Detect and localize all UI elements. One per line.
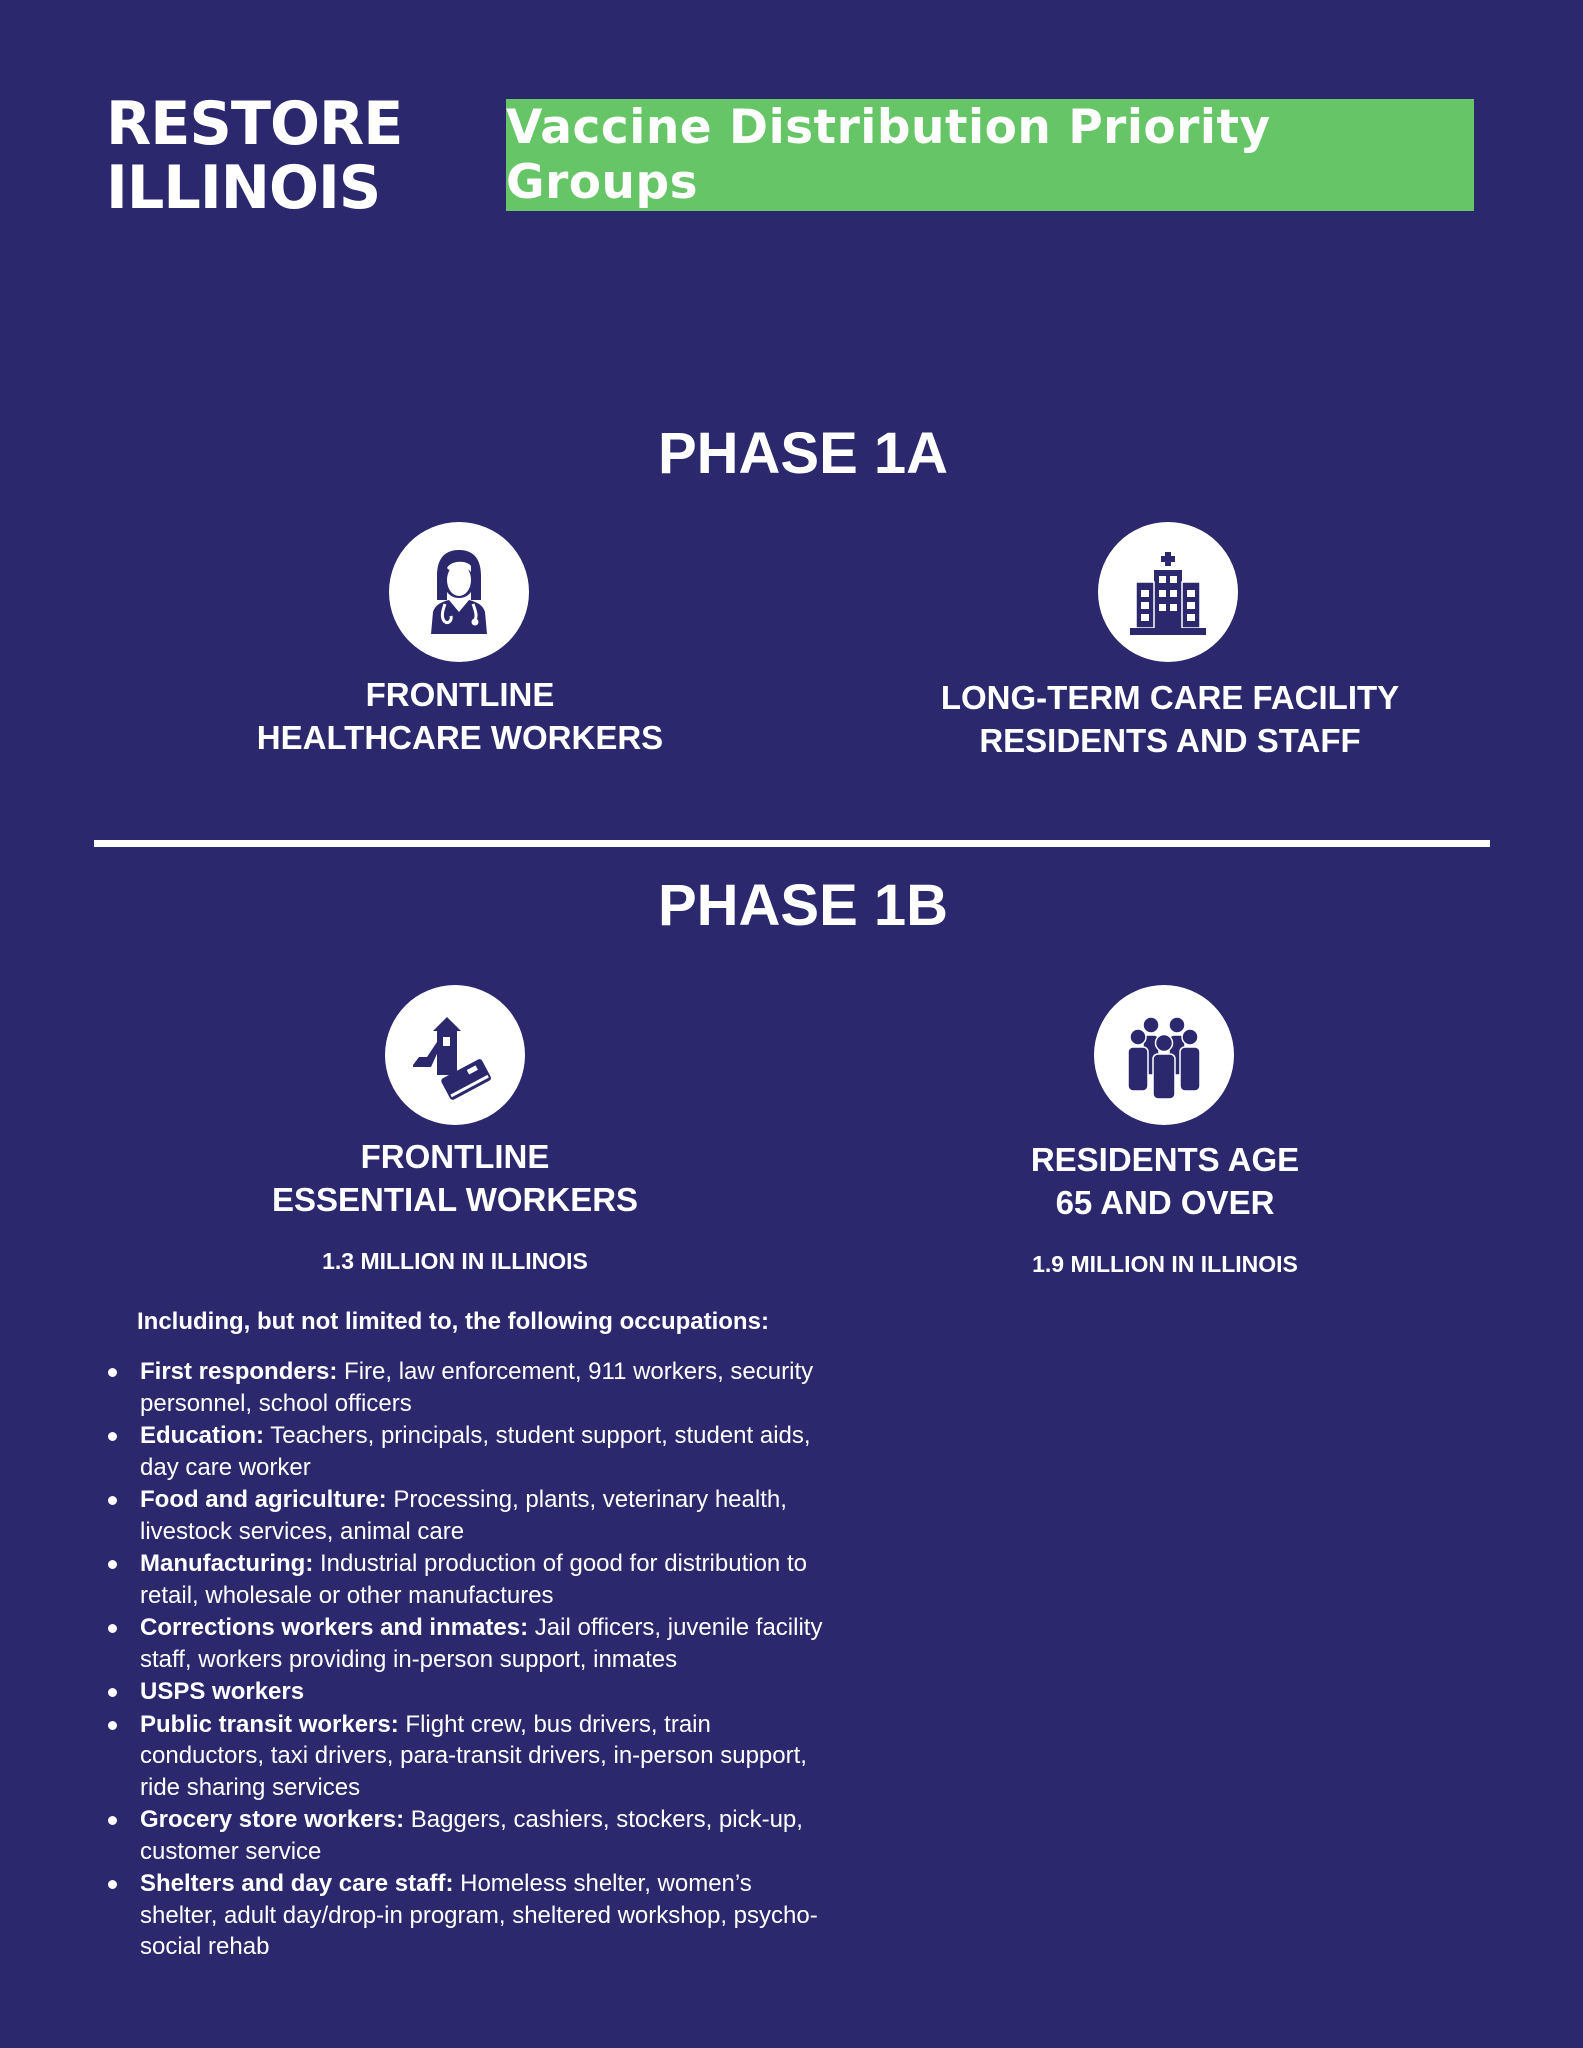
label-line: FRONTLINE xyxy=(365,676,555,713)
people-group-icon xyxy=(1094,985,1234,1125)
occupation-detail: Flight crew, bus drivers, train conducto… xyxy=(140,1710,807,1801)
list-item: Manufacturing: Industrial production of … xyxy=(106,1548,826,1611)
label-line: LONG-TERM CARE FACILITY xyxy=(940,679,1400,716)
group-label-residents-65-over: RESIDENTS AGE 65 AND OVER xyxy=(900,1138,1430,1224)
occupation-detail: Jail officers, juvenile facility staff, … xyxy=(140,1614,823,1673)
list-item: Corrections workers and inmates: Jail of… xyxy=(106,1612,826,1675)
occupation-name: Public transit workers: xyxy=(140,1710,399,1738)
label-line: ESSENTIAL WORKERS xyxy=(271,1181,639,1218)
logo-line-2: ILLINOIS xyxy=(106,153,381,223)
occupation-detail: Fire, law enforcement, 911 workers, secu… xyxy=(140,1358,814,1417)
page-title: Vaccine Distribution Priority Groups xyxy=(506,100,1271,210)
label-line: HEALTHCARE WORKERS xyxy=(256,719,664,756)
hospital-building-icon xyxy=(1098,522,1238,662)
list-item: USPS workers xyxy=(106,1676,826,1708)
occupation-detail: Baggers, cashiers, stockers, pick-up, cu… xyxy=(140,1806,803,1865)
occupation-name: First responders: xyxy=(140,1358,338,1385)
list-item: Shelters and day care staff: Homeless sh… xyxy=(106,1868,826,1963)
group-label-long-term-care: LONG-TERM CARE FACILITY RESIDENTS AND ST… xyxy=(880,676,1460,762)
label-line: FRONTLINE xyxy=(360,1138,550,1175)
restore-illinois-logo: RESTORE ILLINOIS xyxy=(106,89,403,223)
list-item: Public transit workers: Flight crew, bus… xyxy=(106,1709,826,1804)
occupation-detail: Teachers, principals, student support, s… xyxy=(140,1422,811,1481)
residents-65-count: 1.9 MILLION IN ILLINOIS xyxy=(1032,1251,1298,1277)
occupation-detail: Processing, plants, veterinary health, l… xyxy=(140,1486,787,1545)
occupation-name: Education: xyxy=(140,1422,264,1449)
list-item: Grocery store workers: Baggers, cashiers… xyxy=(106,1804,826,1867)
occupation-detail: Industrial production of good for distri… xyxy=(140,1550,807,1609)
essential-workers-count: 1.3 MILLION IN ILLINOIS xyxy=(322,1248,588,1274)
hospital-building-icon xyxy=(1130,552,1206,635)
phase-divider xyxy=(94,840,1490,847)
occupation-detail: Homeless shelter, women’s shelter, adult… xyxy=(140,1870,818,1960)
playground-book-icon xyxy=(385,985,525,1125)
playground-book-icon xyxy=(413,1017,492,1100)
occupation-name: Manufacturing: xyxy=(140,1550,314,1577)
occupation-name: USPS workers xyxy=(140,1678,305,1705)
label-line: 65 AND OVER xyxy=(1055,1184,1275,1221)
list-item: First responders: Fire, law enforcement,… xyxy=(106,1356,826,1419)
occupations-list: First responders: Fire, law enforcement,… xyxy=(106,1356,826,1964)
occupation-name: Food and agriculture: xyxy=(140,1486,387,1513)
label-line: RESIDENTS AND STAFF xyxy=(979,722,1361,759)
occupation-name: Grocery store workers: xyxy=(140,1806,405,1833)
occupations-intro: Including, but not limited to, the follo… xyxy=(137,1308,769,1335)
occupation-name: Corrections workers and inmates: xyxy=(140,1614,529,1641)
phase-1b-heading: PHASE 1B xyxy=(657,873,949,938)
group-label-essential-workers: FRONTLINE ESSENTIAL WORKERS xyxy=(200,1135,710,1221)
phase-1a-heading: PHASE 1A xyxy=(657,421,949,486)
label-line: RESIDENTS AGE xyxy=(1030,1141,1300,1178)
list-item: Food and agriculture: Processing, plants… xyxy=(106,1484,826,1547)
group-label-healthcare-workers: FRONTLINE HEALTHCARE WORKERS xyxy=(200,673,720,759)
doctor-stethoscope-icon xyxy=(431,550,487,634)
people-group-icon xyxy=(1127,1016,1201,1100)
doctor-stethoscope-icon xyxy=(389,522,529,662)
logo-line-1: RESTORE xyxy=(106,89,403,159)
occupation-name: Shelters and day care staff: xyxy=(140,1870,454,1897)
list-item: Education: Teachers, principals, student… xyxy=(106,1420,826,1483)
title-banner: Vaccine Distribution Priority Groups xyxy=(506,99,1474,211)
